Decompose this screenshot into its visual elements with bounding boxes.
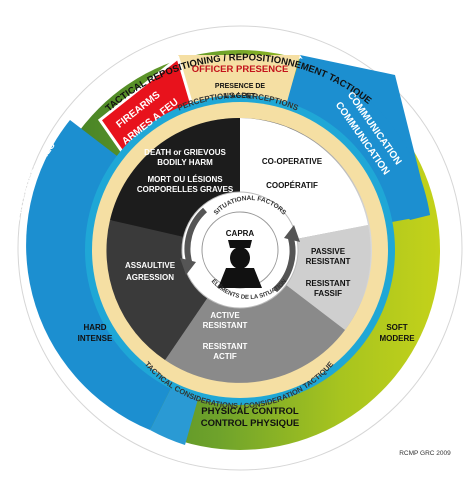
cooperative-en: CO-OPERATIVE [262,157,323,166]
physical-control-fr: CONTROL PHYSIQUE [201,418,300,429]
soft-fr: MODERE [379,334,415,343]
cooperative-fr: COOPÉRATIF [266,181,318,190]
active-line-3: RESISTANT [203,342,248,351]
hard-fr: INTENSE [78,334,113,343]
officer-silhouette-icon [218,240,262,288]
center-label: CAPRA [226,229,255,238]
passive-line-4: FASSIF [314,289,342,298]
soft-en: SOFT [386,323,407,332]
hard-en: HARD [83,323,106,332]
death-line-3: MORT OU LÉSIONS [147,175,223,184]
passive-line-3: RESISTANT [306,279,351,288]
cycle-arrow-right [272,234,296,293]
death-line-4: CORPORELLES GRAVES [137,185,234,194]
cycle-arrow-right-head [284,225,300,242]
active-line-4: ACTIF [213,352,237,361]
officer-presence-fr-1: PRESENCE DE [215,83,266,90]
passive-line-2: RESISTANT [306,257,351,266]
officer-presence-fr-2: L'AGENT [225,93,256,100]
active-line-1: ACTIVE [210,311,240,320]
active-line-2: RESISTANT [203,321,248,330]
footnote: RCMP GRC 2009 [399,450,451,457]
death-line-2: BODILY HARM [157,158,213,167]
physical-control-en: PHYSICAL CONTROL [201,406,299,417]
active-wedge [165,250,345,383]
death-line-1: DEATH or GRIEVOUS [144,148,226,157]
cycle-arrow-left-head [180,258,196,275]
officer-presence-en: OFFICER PRESENCE [192,64,289,75]
assaultive-fr: AGRESSION [126,273,174,282]
cycle-arrow-left [184,207,208,266]
assaultive-en: ASSAULTIVE [125,261,176,270]
passive-line-1: PASSIVE [311,247,346,256]
